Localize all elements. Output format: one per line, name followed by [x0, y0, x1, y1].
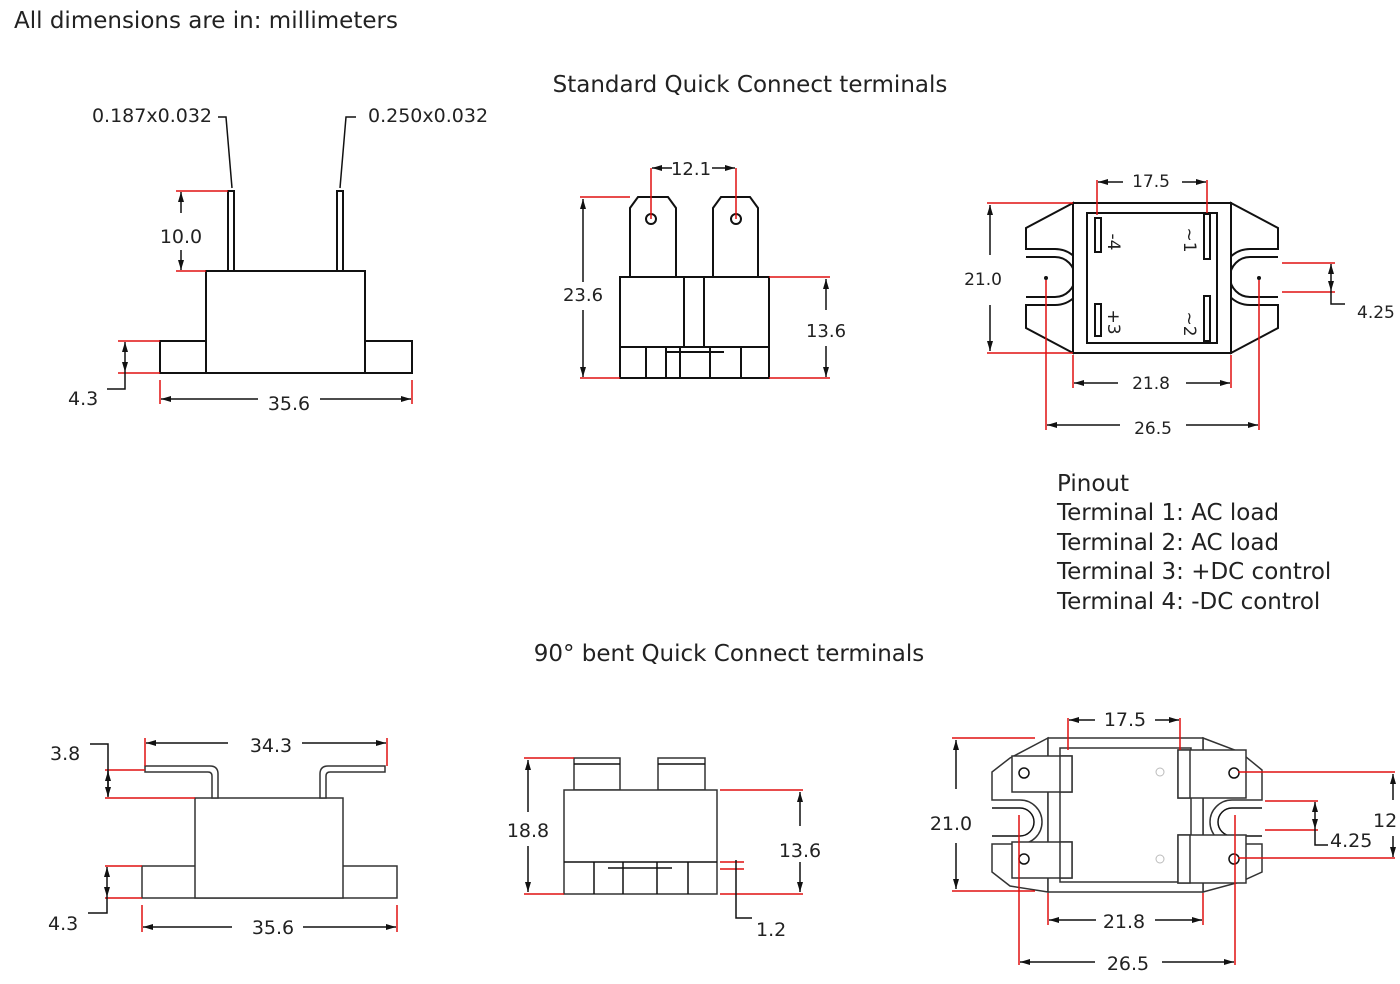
bent-top-height-dim: 21.0	[930, 813, 972, 835]
bent-top-hole-spacing-dim: 26.5	[1107, 953, 1149, 975]
pinout-line: Terminal 3: +DC control	[1056, 559, 1331, 585]
units-note: All dimensions are in: millimeters	[14, 8, 398, 34]
top-pin-spacing-dim: 17.5	[1132, 172, 1170, 192]
standard-front-view: 12.1 23.6 13.6	[563, 159, 846, 379]
pin-spacing-dim: 12.1	[671, 159, 711, 180]
pinout-line: Terminal 1: AC load	[1056, 500, 1279, 526]
bent-gap-dim: 1.2	[756, 919, 786, 941]
terminal-label-2: ~2	[1179, 311, 1199, 336]
flange-height-dim: 4.3	[68, 388, 98, 410]
bent-top-terminal-spacing-dim: 12	[1373, 810, 1397, 832]
bent-pin-height-dim: 3.8	[50, 743, 80, 765]
top-height-dim: 21.0	[964, 270, 1002, 290]
bent-pin-span-dim: 34.3	[250, 735, 292, 757]
pinout-title: Pinout	[1057, 471, 1129, 497]
bent-section-title: 90° bent Quick Connect terminals	[534, 641, 925, 667]
bent-side-view: 3.8 34.3 4.3 35.6	[48, 735, 398, 939]
total-height-dim: 23.6	[563, 285, 603, 306]
body-height-dim: 13.6	[806, 321, 846, 342]
bent-top-view: 17.5 21.0 21.8 26.5 4.25 12	[930, 709, 1397, 975]
bent-top-slot-width-dim: 4.25	[1330, 830, 1372, 852]
standard-side-view: 0.187x0.032 0.250x0.032 10.0 4.3 35.6	[68, 105, 488, 415]
bent-width-dim: 35.6	[252, 917, 294, 939]
top-hole-spacing-dim: 26.5	[1134, 419, 1172, 439]
bent-total-height-dim: 18.8	[507, 820, 549, 842]
standard-top-view: -4 ~1 +3 ~2 17.5 21.0 21.8 26.5 4.25	[964, 172, 1395, 439]
width-dim: 35.6	[268, 393, 310, 415]
pin-size-left: 0.187x0.032	[92, 105, 212, 127]
bent-top-body-width-dim: 21.8	[1103, 911, 1145, 933]
standard-section-title: Standard Quick Connect terminals	[553, 72, 948, 98]
bent-top-pin-spacing-dim: 17.5	[1104, 709, 1146, 731]
top-body-width-dim: 21.8	[1132, 374, 1170, 394]
pinout-line: Terminal 4: -DC control	[1056, 589, 1320, 615]
pinout-legend: Pinout Terminal 1: AC load Terminal 2: A…	[1056, 471, 1331, 615]
bent-flange-height-dim: 4.3	[48, 913, 78, 935]
pin-size-right: 0.250x0.032	[368, 105, 488, 127]
bent-front-view: 18.8 13.6 1.2	[507, 757, 821, 941]
top-slot-width-dim: 4.25	[1357, 303, 1395, 323]
pinout-line: Terminal 2: AC load	[1056, 530, 1279, 556]
terminal-label-1: ~1	[1179, 227, 1199, 252]
terminal-label-4: -4	[1103, 234, 1123, 251]
pin-height-dim: 10.0	[160, 226, 202, 248]
bent-body-height-dim: 13.6	[779, 840, 821, 862]
terminal-label-3: +3	[1103, 309, 1123, 334]
